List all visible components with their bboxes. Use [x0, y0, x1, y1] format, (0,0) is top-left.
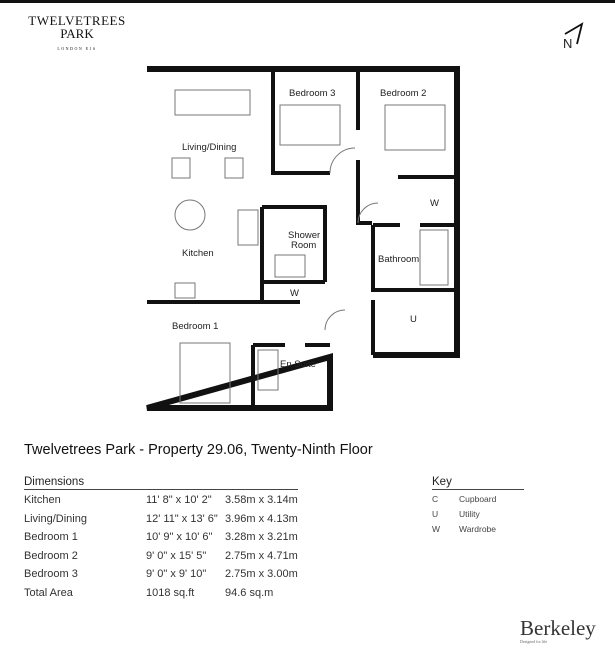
metric-size: 2.75m x 3.00m	[225, 568, 298, 580]
key-code: U	[432, 509, 439, 519]
table-row: Kitchen 11' 8" x 10' 2" 3.58m x 3.14m	[24, 494, 298, 513]
hob	[174, 282, 196, 299]
bathtub	[419, 229, 449, 286]
brand-tagline: Designed for life	[520, 639, 548, 644]
north-label: N	[563, 36, 573, 51]
room-label-utility: U	[410, 314, 417, 325]
room-name: Total Area	[24, 586, 73, 599]
room-name: Living/Dining	[24, 512, 87, 525]
property-title: Twelvetrees Park - Property 29.06, Twent…	[24, 442, 373, 458]
shower-tray	[257, 349, 279, 391]
key-item: U Utility	[432, 509, 524, 524]
armchair	[171, 157, 191, 179]
logo-line-1: TWELVETREES	[28, 13, 126, 28]
room-label-living-dining: Living/Dining	[182, 142, 236, 153]
key-label: Wardrobe	[459, 524, 497, 534]
furniture	[171, 89, 449, 404]
room-label-bedroom3: Bedroom 3	[289, 88, 335, 99]
twelvetrees-park-logo: TWELVETREES PARK LONDON E16	[22, 14, 132, 51]
door-swings	[324, 147, 379, 331]
sofa	[174, 89, 251, 116]
logo-line-3: LONDON E16	[57, 46, 97, 51]
table-row: Bedroom 2 9' 0" x 15' 5" 2.75m x 4.71m	[24, 550, 298, 569]
room-name: Bedroom 1	[24, 531, 78, 543]
bed-bedroom1	[179, 342, 231, 404]
imperial-size: 11' 8" x 10' 2"	[146, 494, 212, 506]
key-label: Utility	[459, 509, 480, 519]
room-label-en-suite: En Suite	[280, 359, 316, 370]
interior-walls	[147, 69, 457, 408]
metric-size: 3.96m x 4.13m	[225, 512, 298, 525]
metric-size: 2.75m x 4.71m	[225, 549, 298, 562]
dimensions-table: Dimensions Kitchen 11' 8" x 10' 2" 3.58m x…	[24, 476, 298, 605]
imperial-size: 10' 9" x 10' 6"	[146, 531, 213, 543]
room-label-wardrobe-bedroom2: W	[430, 198, 439, 209]
imperial-size: 9' 0" x 15' 5"	[146, 549, 207, 562]
key-code: C	[432, 494, 439, 504]
shower-tray	[274, 254, 306, 278]
room-name: Bedroom 2	[24, 549, 78, 562]
metric-size: 3.58m x 3.14m	[225, 494, 298, 506]
outer-walls	[146, 66, 460, 411]
floor-plan: Living/Dining Kitchen Bedroom 3 Bedroom …	[146, 66, 460, 411]
table-row: Total Area 1018 sq.ft 94.6 sq.m	[24, 587, 298, 606]
table-row: Living/Dining 12' 11" x 13' 6" 3.96m x 4.1…	[24, 513, 298, 532]
room-name: Kitchen	[24, 494, 61, 506]
imperial-size: 1018 sq.ft	[146, 586, 195, 599]
logo-line-2: PARK	[60, 26, 94, 41]
imperial-size: 12' 11" x 13' 6"	[146, 512, 218, 525]
key-item: W Wardrobe	[432, 524, 524, 539]
table-row: Bedroom 3 9' 0" x 9' 10" 2.75m x 3.00m	[24, 568, 298, 587]
room-label-bedroom2: Bedroom 2	[380, 88, 426, 99]
bed-bedroom3	[279, 104, 341, 146]
key-code: W	[432, 524, 441, 534]
key-legend: Key C Cupboard U Utility W Wardrobe	[432, 476, 524, 539]
armchair	[224, 157, 244, 179]
dimensions-header: Dimensions	[24, 476, 298, 490]
room-label-bathroom: Bathroom	[378, 254, 419, 265]
berkeley-logo: Berkeley Designed for life	[520, 616, 596, 645]
key-label: Cupboard	[459, 494, 497, 504]
brand-name: Berkeley	[520, 616, 596, 640]
top-border	[0, 0, 615, 3]
north-arrow-icon: N	[555, 18, 585, 53]
key-item: C Cupboard	[432, 494, 524, 509]
room-label-shower-line2: Room	[291, 240, 316, 251]
room-label-wardrobe: W	[290, 288, 299, 299]
room-label-shower-line1: Shower	[288, 230, 320, 241]
bed-bedroom2	[384, 104, 446, 151]
room-label-kitchen: Kitchen	[182, 248, 214, 259]
kitchen-units	[237, 209, 259, 246]
key-header: Key	[432, 476, 524, 490]
table-row: Bedroom 1 10' 9" x 10' 6" 3.28m x 3.21m	[24, 531, 298, 550]
metric-size: 3.28m x 3.21m	[225, 531, 298, 543]
room-label-bedroom1: Bedroom 1	[172, 321, 218, 332]
imperial-size: 9' 0" x 9' 10"	[146, 568, 207, 580]
dining-table	[174, 199, 206, 231]
metric-size: 94.6 sq.m	[225, 586, 274, 599]
room-name: Bedroom 3	[24, 568, 78, 580]
